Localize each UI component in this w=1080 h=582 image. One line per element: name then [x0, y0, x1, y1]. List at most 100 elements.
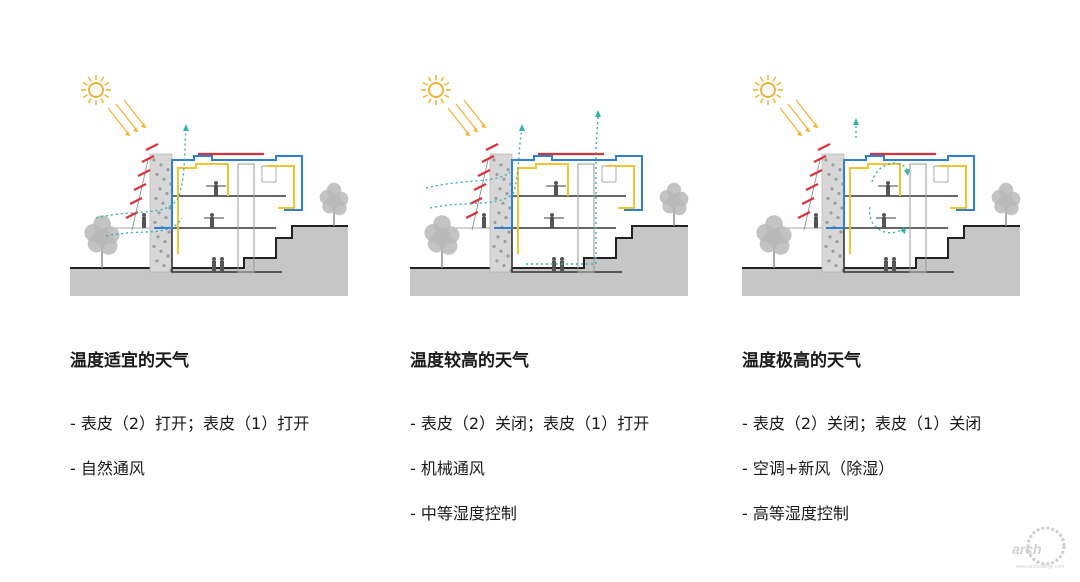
- green-wall-texture: [159, 249, 163, 253]
- green-wall-texture: [499, 249, 503, 253]
- bullet-item: - 空调+新风（除湿）: [742, 459, 895, 478]
- green-wall-texture: [158, 187, 162, 191]
- green-wall: [821, 153, 845, 273]
- outer-envelope: [494, 155, 643, 229]
- green-wall-texture: [502, 264, 506, 268]
- green-wall-texture: [824, 158, 828, 162]
- facade-louver: [805, 183, 819, 191]
- green-wall-texture: [837, 192, 841, 196]
- sunlight-arrowhead: [125, 131, 130, 136]
- sunlight-ray: [107, 107, 131, 137]
- green-wall-texture: [835, 240, 839, 244]
- person-icon: [482, 213, 486, 228]
- building-section-diagram: [742, 75, 1021, 296]
- person-icon: [142, 213, 146, 228]
- inner-skin-insulation: [938, 165, 967, 209]
- panel-extreme-heat-weather: 温度极高的天气 - 表皮（2）关闭；表皮（1）关闭 - 空调+新风（除湿） - …: [732, 0, 1052, 582]
- green-wall-texture: [155, 172, 159, 176]
- green-wall-texture: [154, 196, 158, 200]
- sunlight-ray: [115, 103, 139, 133]
- green-wall-texture: [504, 216, 508, 220]
- green-wall-texture: [834, 264, 838, 268]
- svg-text:www.archcollege.com: www.archcollege.com: [1016, 564, 1064, 570]
- facade-louver: [801, 197, 815, 205]
- green-wall-texture: [162, 264, 166, 268]
- panel-mild-weather: 温度适宜的天气 - 表皮（2）打开；表皮（1）打开 - 自然通风: [60, 0, 380, 582]
- green-wall-texture: [159, 163, 163, 167]
- core-shaft: [577, 163, 595, 273]
- airflow-path: [868, 162, 909, 234]
- green-wall-texture: [827, 259, 831, 263]
- green-wall-texture: [828, 235, 832, 239]
- window: [933, 165, 949, 183]
- airflow-arrowhead: [900, 228, 906, 234]
- inner-skin-insulation: [177, 163, 229, 254]
- person-icon: [552, 257, 556, 272]
- sunlight-arrowhead: [465, 131, 470, 136]
- ground-line: [410, 225, 688, 269]
- tree-icon: [424, 215, 460, 268]
- panel-hot-weather: 温度较高的天气 - 表皮（2）关闭；表皮（1）打开 - 机械通风 - 中等湿度控…: [400, 0, 720, 582]
- bullet-list: - 表皮（2）关闭；表皮（1）打开 - 机械通风 - 中等湿度控制: [410, 413, 649, 548]
- sunlight-arrowhead: [473, 127, 478, 132]
- sunlight-ray: [787, 103, 811, 133]
- building-section-diagram: [70, 75, 349, 296]
- sunlight-ray: [779, 107, 803, 137]
- inner-skin-insulation: [849, 163, 901, 254]
- green-wall-texture: [831, 249, 835, 253]
- person-icon: [882, 213, 886, 228]
- green-wall: [489, 153, 513, 273]
- green-wall-texture: [505, 192, 509, 196]
- green-wall-texture: [829, 211, 833, 215]
- green-wall-texture: [152, 158, 156, 162]
- sun-icon: [421, 75, 451, 105]
- bullet-list: - 表皮（2）打开；表皮（1）打开 - 自然通风: [70, 413, 309, 503]
- facade-louver: [137, 169, 151, 177]
- green-wall-texture: [831, 163, 835, 167]
- green-wall-texture: [824, 244, 828, 248]
- airflow-path: [595, 115, 599, 264]
- green-wall-texture: [495, 172, 499, 176]
- ground-terrain: [742, 226, 1020, 296]
- green-wall-texture: [168, 206, 172, 210]
- green-wall-texture: [166, 168, 170, 172]
- sun-icon: [753, 75, 783, 105]
- building-section-diagram: [410, 75, 689, 296]
- green-wall-texture: [167, 230, 171, 234]
- bullet-item: - 中等湿度控制: [410, 504, 517, 523]
- person-icon: [220, 257, 224, 272]
- window: [261, 165, 277, 183]
- green-wall-texture: [506, 168, 510, 172]
- sunlight-ray: [123, 99, 147, 129]
- sunlight-arrowhead: [141, 123, 146, 128]
- outer-envelope: [826, 155, 975, 229]
- person-icon: [560, 257, 564, 272]
- facade-louver: [481, 155, 495, 163]
- green-wall-texture: [826, 196, 830, 200]
- airflow-path: [105, 217, 183, 237]
- ground-line: [742, 225, 1020, 269]
- panel-title: 温度适宜的天气: [70, 351, 189, 371]
- green-wall-texture: [496, 235, 500, 239]
- panel-title: 温度极高的天气: [742, 351, 861, 371]
- facade-louver: [477, 169, 491, 177]
- green-wall-texture: [495, 259, 499, 263]
- green-wall-texture: [157, 211, 161, 215]
- sunlight-ray: [455, 103, 479, 133]
- sunlight-arrowhead: [133, 127, 138, 132]
- ground-line: [70, 225, 348, 269]
- bullet-item: - 机械通风: [410, 459, 485, 478]
- green-wall-texture: [164, 216, 168, 220]
- inner-skin-insulation: [606, 165, 635, 209]
- tree-icon: [991, 182, 1021, 226]
- person-icon: [210, 213, 214, 228]
- green-wall-texture: [162, 177, 166, 181]
- sunlight-arrowhead: [813, 123, 818, 128]
- core-shaft: [237, 163, 255, 273]
- sun-icon: [81, 75, 111, 105]
- green-wall-texture: [501, 201, 505, 205]
- green-wall-texture: [161, 201, 165, 205]
- ground-terrain: [410, 226, 688, 296]
- watermark-logo: arch www.archcollege.com: [1012, 526, 1066, 570]
- core-shaft: [909, 163, 927, 273]
